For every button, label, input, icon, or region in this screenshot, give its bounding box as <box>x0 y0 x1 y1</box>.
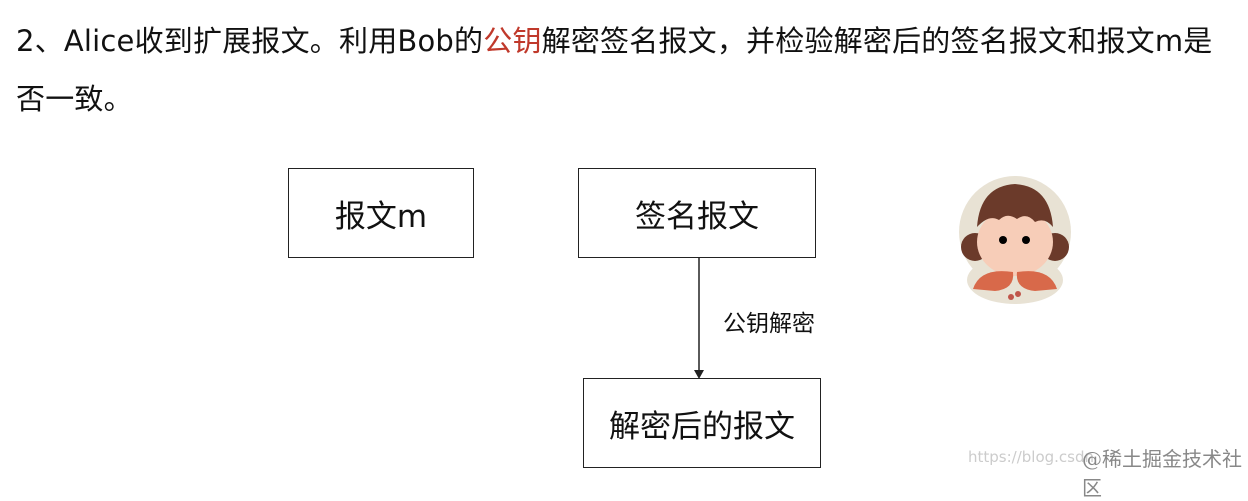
watermark-url: https://blog.csdn <box>968 448 1095 466</box>
message-box: 报文m <box>288 168 474 258</box>
edge-label: 公钥解密 <box>723 311 815 337</box>
instruction-text: 2、Alice收到扩展报文。利用Bob的公钥解密签名报文，并检验解密后的签名报文… <box>16 12 1241 128</box>
decrypted-message-box: 解密后的报文 <box>583 378 821 468</box>
arrow-head <box>694 370 704 379</box>
message-label: 报文m <box>334 198 428 235</box>
title-prefix: 2、Alice收到扩展报文。利用Bob的 <box>16 24 484 58</box>
signed-message-box: 签名报文 <box>578 168 816 258</box>
title-highlight: 公钥 <box>483 24 542 58</box>
signed-message-label: 签名报文 <box>635 198 759 235</box>
watermark-site: @稀土掘金技术社区 <box>1082 447 1242 500</box>
girl-avatar-icon <box>959 176 1071 304</box>
decrypted-message-label: 解密后的报文 <box>609 408 795 445</box>
arrow-connector <box>694 258 704 379</box>
title-suffix: 解密签名报文，并检验解密后的签名报文和报文m是否一致。 <box>16 24 1213 116</box>
